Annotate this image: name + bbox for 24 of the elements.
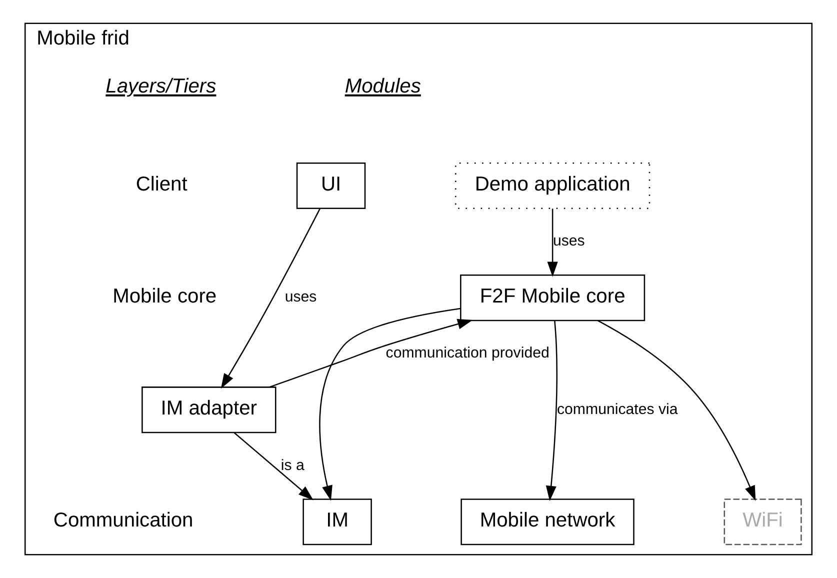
label: Mobile core [112,286,217,308]
label: Modules [344,75,421,98]
node-box: IM adapter [142,386,276,434]
edge-label: communicates via [557,400,678,418]
node-box: F2F Mobile core [460,274,646,322]
node-box: UI [296,162,366,210]
edge-label: uses [284,288,317,306]
edge-label: uses [552,232,585,250]
arrow [234,432,314,500]
node-box: WiFi [724,498,802,546]
arrow [220,208,321,389]
label: Client [136,174,188,196]
arrow [269,318,473,388]
arrow [319,308,461,501]
arrow [597,320,756,501]
arrow [547,208,558,277]
node-box: Demo application [455,162,650,210]
edge-label: communication provided [386,344,550,362]
arrow [546,320,558,501]
label: Layers/Tiers [106,75,216,98]
edge-label: is a [280,456,304,474]
node-box: Mobile network [460,498,634,546]
node-box: IM [302,498,372,546]
label: Communication [53,510,194,532]
